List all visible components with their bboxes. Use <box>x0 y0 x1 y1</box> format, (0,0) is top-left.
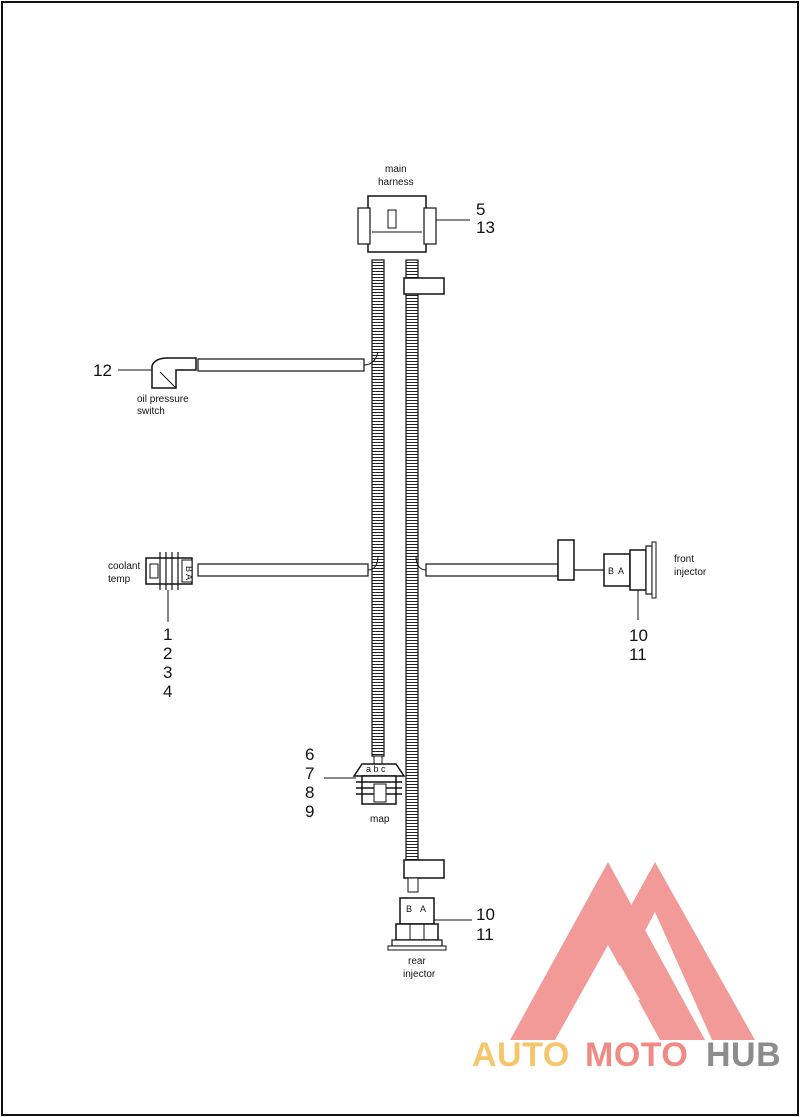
callout-8: 8 <box>305 783 314 802</box>
callout-9: 9 <box>305 802 314 821</box>
rear-pin-a: A <box>420 904 426 914</box>
callout-front-10: 10 <box>629 626 648 645</box>
callout-5: 5 <box>476 200 485 219</box>
rear-label-1: rear <box>408 956 426 967</box>
main-harness-label-1: main <box>385 164 407 175</box>
watermark-auto: AUTO <box>472 1036 570 1074</box>
watermark-hub: HUB <box>706 1036 781 1074</box>
main-harness-connector <box>357 195 437 253</box>
top-clip <box>403 277 445 295</box>
rear-injector-connector <box>387 897 447 951</box>
callout-7: 7 <box>305 764 314 783</box>
oil-label-2: switch <box>137 406 165 417</box>
rear-lead-wire <box>407 877 419 893</box>
coolant-temp-connector <box>145 552 193 590</box>
callout-rear-10: 10 <box>476 905 495 924</box>
front-injector-connector <box>603 541 657 599</box>
coolant-branch-junction <box>367 555 379 571</box>
map-sensor-connector <box>352 763 406 805</box>
watermark-logo-icon <box>510 862 755 1040</box>
front-pin-a: A <box>618 566 624 576</box>
rear-label-2: injector <box>403 969 436 980</box>
left-trunk-wire <box>373 755 383 765</box>
oil-label-1: oil pressure <box>137 394 189 405</box>
callout-4: 4 <box>163 682 172 701</box>
map-pin-labels: a b c <box>366 764 386 774</box>
oil-branch-conduit <box>197 358 365 372</box>
coolant-label-1: coolant <box>108 561 140 572</box>
coolant-branch-conduit <box>197 563 369 577</box>
callout-3: 3 <box>163 663 172 682</box>
callout-13: 13 <box>476 218 495 237</box>
watermark-moto: MOTO <box>585 1036 688 1074</box>
front-label-1: front <box>674 554 694 565</box>
left-trunk-conduit <box>371 259 385 757</box>
coolant-label-2: temp <box>108 574 131 585</box>
rear-pin-b: B <box>406 904 412 914</box>
oil-pressure-switch <box>151 357 197 389</box>
map-label: map <box>370 814 390 825</box>
front-branch-conduit <box>425 563 559 577</box>
oil-branch-junction <box>363 351 379 366</box>
callout-12: 12 <box>93 361 112 380</box>
callout-2: 2 <box>163 644 172 663</box>
main-harness-label-2: harness <box>378 177 414 188</box>
callout-1: 1 <box>163 625 172 644</box>
front-label-2: injector <box>674 567 707 578</box>
callout-6: 6 <box>305 745 314 764</box>
coolant-pin-labels: B A <box>184 566 194 580</box>
front-branch-junction <box>415 555 427 571</box>
bottom-clip <box>403 859 445 879</box>
front-pin-b: B <box>608 566 614 576</box>
front-clip <box>557 539 575 581</box>
callout-front-11: 11 <box>629 645 647 664</box>
callout-rear-11: 11 <box>476 925 494 944</box>
